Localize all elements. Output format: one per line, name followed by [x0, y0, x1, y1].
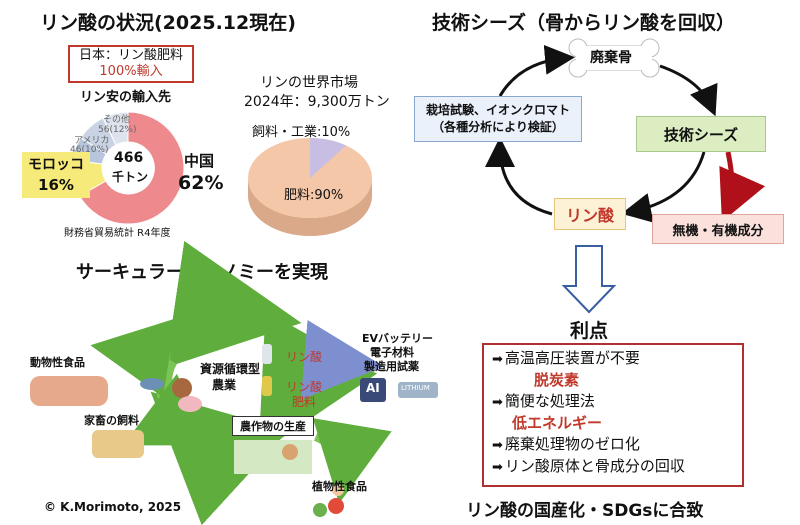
conclusion: リン酸の国産化・SDGsに合致: [466, 501, 704, 521]
verification-line2: （各種分析により検証）: [432, 120, 564, 134]
crop-production-box: 農作物の生産: [232, 416, 314, 436]
benefits-box: ➡高温高圧装置が不要 脱炭素 ➡簡便な処理法 低エネルギー ➡廃棄処理物のゼロ化…: [482, 343, 744, 487]
world-market-title: リンの世界市場: [260, 75, 358, 91]
benefit-item-3: ➡廃棄処理物のゼロ化: [492, 434, 734, 456]
crop-field-icon: [234, 440, 312, 474]
node-tech-seeds: 技術シーズ: [636, 116, 766, 152]
node-verification: 栽培試験、イオンクロマト （各種分析により検証）: [414, 96, 582, 142]
benefit-arrow-icon: ➡: [492, 460, 503, 475]
fish-icon: [140, 378, 164, 390]
down-arrow-icon: [561, 245, 617, 314]
benefit-text-1: 高温高圧装置が不要: [504, 349, 640, 367]
source-note: 財務省貿易統計 R4年度: [64, 228, 171, 239]
animal-food-label: 動物性食品: [30, 356, 85, 369]
benefit-text-3: 廃棄処理物のゼロ化: [504, 435, 640, 453]
circular-center-line2: 農業: [212, 378, 237, 392]
circular-phosphoric-acid: リン酸: [286, 350, 323, 364]
pie-slice-feed-industry: [310, 138, 346, 178]
donut-label-morocco-pct: 16%: [38, 176, 74, 194]
donut-label-morocco: モロッコ: [28, 157, 84, 173]
donut-label-usa: アメリカ: [74, 136, 110, 146]
ev-line2: 電子材料: [370, 346, 414, 359]
benefit-emphasis-1: 脱炭素: [534, 371, 580, 389]
arrow-bone-to-tech: [659, 64, 718, 117]
benefits-title: 利点: [570, 320, 609, 342]
benefit-text-2: 簡便な処理法: [504, 392, 595, 410]
japan-import-box: 日本：リン酸肥料 100%輸入: [68, 45, 194, 83]
import-title: リン安の輸入先: [80, 90, 172, 105]
donut-center-unit: 千トン: [112, 170, 149, 184]
arrow-tech-to-components: [719, 151, 766, 222]
crop-production-label: 農作物の生産: [240, 420, 306, 433]
arrow-to-animal-food: [90, 318, 176, 398]
japan-box-line2: 100%輸入: [99, 64, 163, 79]
verification-line1: 栽培試験、イオンクロマト: [425, 103, 570, 117]
cycle-arrow-left: [156, 355, 178, 415]
node-components: 無機・有機成分: [652, 214, 784, 244]
pig-icon: [178, 396, 202, 412]
arrow-acid-to-verify: [485, 137, 553, 216]
arrow-tech-to-acid: [621, 151, 706, 223]
world-market-subtitle: 2024年：9,300万トン: [244, 94, 390, 110]
pie-label-fertilizer: 肥料:90%: [284, 188, 344, 203]
cycle-arrow-top: [165, 240, 302, 368]
fertilizer-bottle-icon: [262, 376, 272, 396]
battery-label: LITHIUM: [401, 384, 430, 392]
donut-label-china-pct: 62%: [178, 172, 224, 194]
donut-center-value: 466: [114, 150, 144, 166]
arrow-to-plant-food: [312, 418, 392, 504]
right-title: 技術シーズ（骨からリン酸を回収）: [432, 12, 736, 34]
benefit-text-4: リン酸原体と骨成分の回収: [504, 457, 685, 475]
benefit-arrow-icon: ➡: [492, 395, 503, 410]
donut-label-china: 中国: [184, 152, 215, 170]
plant-food-label: 植物性食品: [312, 480, 367, 493]
copyright: © K.Morimoto, 2025: [44, 500, 182, 514]
vegetable-icon: [328, 498, 344, 514]
japan-box-line1: 日本：リン酸肥料: [78, 48, 183, 63]
cow-icon: [172, 378, 192, 398]
pie-label-feed-industry: 飼料・工業:10%: [252, 125, 351, 140]
donut-label-other: その他: [103, 115, 131, 125]
circular-title: サーキュラーエコノミーを実現: [76, 262, 328, 283]
circular-fertilizer-line1: リン酸: [286, 380, 323, 394]
ev-line1: EVバッテリー: [362, 332, 434, 345]
node-phosphoric-acid: リン酸: [554, 198, 626, 230]
circular-fertilizer-line2: 肥料: [292, 395, 317, 409]
chemical-bottle-icon: [262, 344, 272, 364]
benefit-item-4: ➡リン酸原体と骨成分の回収: [492, 456, 734, 478]
feed-icon: [92, 430, 144, 458]
circular-center-line1: 資源循環型: [200, 362, 261, 376]
benefit-arrow-icon: ➡: [492, 352, 503, 367]
node-tech-seeds-label: 技術シーズ: [663, 125, 739, 144]
benefit-arrow-icon: ➡: [492, 438, 503, 453]
benefit-item-2: ➡簡便な処理法: [492, 391, 734, 413]
donut-label-usa-value: 46(10%): [70, 145, 109, 155]
arrow-verify-to-bone: [498, 44, 575, 97]
animal-food-icon: [30, 376, 108, 406]
arrow-to-feed: [123, 373, 213, 446]
livestock-feed-label: 家畜の飼料: [84, 414, 139, 427]
benefit-emphasis-2: 低エネルギー: [512, 414, 603, 432]
pie-slice-fertilizer: [248, 138, 372, 218]
node-phosphoric-acid-label: リン酸: [565, 206, 614, 225]
benefit-item-1: ➡高温高圧装置が不要: [492, 348, 734, 370]
vegetable-icon-2: [313, 503, 327, 517]
morocco-label-box: モロッコ 16%: [22, 152, 90, 198]
farmer-icon: [282, 444, 298, 460]
node-components-label: 無機・有機成分: [672, 223, 764, 239]
left-title: リン酸の状況(2025.12現在): [40, 12, 296, 34]
donut-label-other-12: 56(12%): [98, 125, 137, 135]
node-waste-bone: 廃棄骨: [590, 50, 632, 66]
ai-chip-label: AI: [366, 381, 380, 395]
ev-line3: 製造用試薬: [364, 360, 419, 373]
